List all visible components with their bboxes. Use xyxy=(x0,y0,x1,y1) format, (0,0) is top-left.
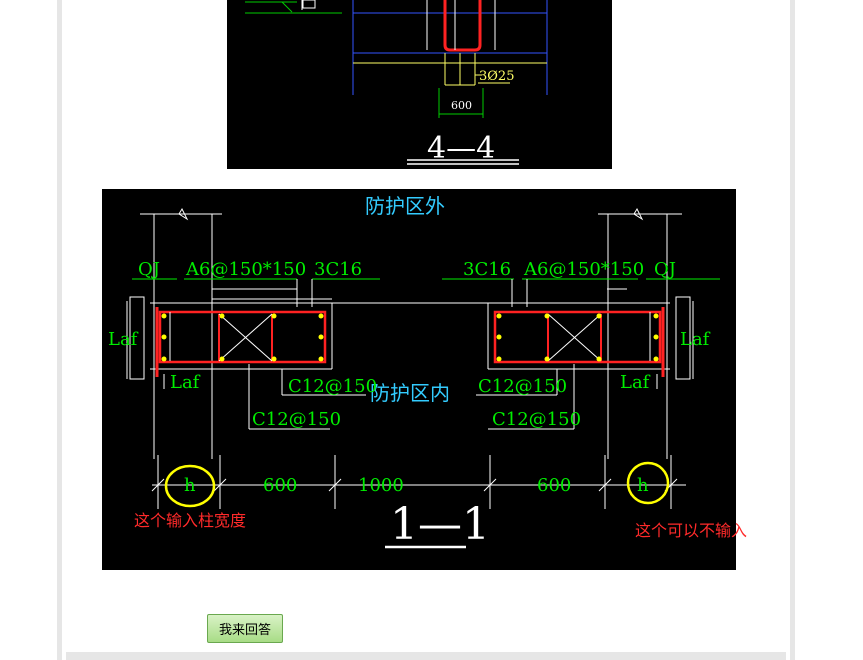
title-inside-zone: 防护区内 xyxy=(370,381,450,405)
answer-button[interactable]: 我来回答 xyxy=(207,614,283,643)
dimension-middle-1000: 1000 xyxy=(358,475,404,496)
dimension-600: 600 xyxy=(451,99,472,112)
left-annotation-note: 这个输入柱宽度 xyxy=(134,511,247,530)
right-tie-upper: C12@150 xyxy=(478,376,567,397)
cad-image-section-1-1: 防护区外 防护区内 QJ A6@150*150 3C16 Laf xyxy=(102,189,736,570)
rebar-label: 3Ø25 xyxy=(479,69,514,84)
right-laf-horizontal: Laf xyxy=(620,372,651,393)
right-h-highlight-circle xyxy=(626,461,670,505)
left-rebar-label: 3C16 xyxy=(314,259,362,280)
dimension-right-h: h xyxy=(637,475,649,496)
right-rebar-label: 3C16 xyxy=(463,259,511,280)
left-tie-lower: C12@150 xyxy=(252,409,341,430)
cad-image-section-4-4: 3Ø25 600 4—4 xyxy=(227,0,612,169)
left-laf-horizontal: Laf xyxy=(170,372,201,393)
left-tie-upper: C12@150 xyxy=(288,376,377,397)
dimension-left-600: 600 xyxy=(263,475,297,496)
right-stirrup-label: A6@150*150 xyxy=(523,259,644,280)
dimension-left-h: h xyxy=(184,475,196,496)
left-stirrup-label: A6@150*150 xyxy=(185,259,306,280)
right-qj-label: QJ xyxy=(654,259,676,280)
bottom-divider xyxy=(66,652,786,660)
left-qj-label: QJ xyxy=(138,259,160,280)
section-title-1-1: 1—1 xyxy=(390,499,490,550)
title-outside-zone: 防护区外 xyxy=(365,194,445,218)
right-tie-lower: C12@150 xyxy=(492,409,581,430)
left-h-highlight-circle xyxy=(164,464,216,508)
left-laf-vertical: Laf xyxy=(108,329,139,350)
right-laf-vertical: Laf xyxy=(680,329,711,350)
right-annotation-note: 这个可以不输入 xyxy=(635,521,748,540)
dimension-right-600: 600 xyxy=(537,475,571,496)
